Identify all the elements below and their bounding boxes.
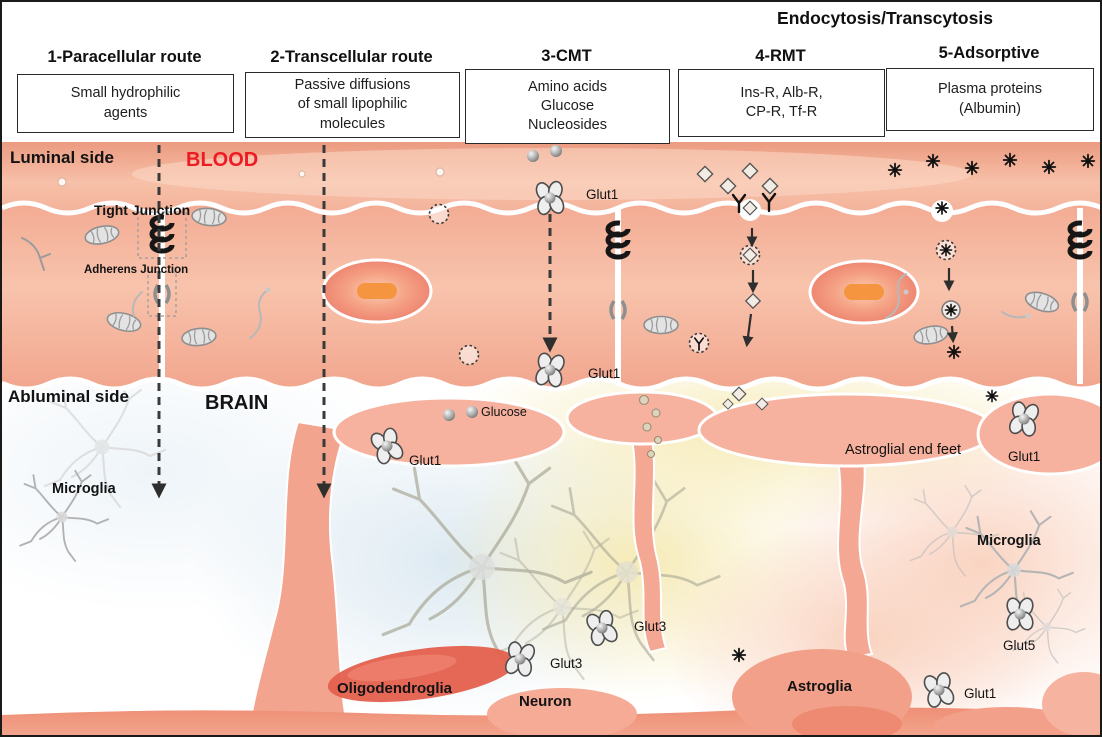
plasma-protein-icon	[985, 389, 999, 403]
plasma-protein-icon	[935, 201, 949, 215]
glut-transporter-icon	[532, 178, 568, 218]
endothelial-cell-layer	[2, 203, 1100, 389]
glut1-abluminal-label: Glut1	[588, 366, 621, 381]
brain-molecules	[443, 386, 999, 663]
nucleus	[808, 259, 920, 325]
neuron-cell	[487, 688, 637, 735]
cell-junctions	[137, 208, 1090, 384]
vesicle-icon	[458, 344, 480, 366]
glut-transporter-icon	[501, 638, 539, 680]
adherens-junction-label: Adherens Junction	[84, 264, 189, 276]
glut1-luminal-label: Glut1	[586, 187, 619, 202]
bottom-cells	[2, 645, 1100, 735]
glut1-endfoot-left-label: Glut1	[409, 453, 442, 468]
blood-molecules	[57, 145, 1096, 216]
plasma-protein-icon	[731, 647, 747, 663]
glut1-endfoot-right-label: Glut1	[1008, 449, 1041, 464]
figure-title: Endocytosis/Transcytosis	[777, 8, 993, 28]
plasma-protein-icon	[925, 153, 941, 169]
astrocyte-endfoot	[976, 392, 1100, 476]
plasma-protein-icon	[887, 162, 903, 178]
glut1-bottom-right-label: Glut1	[964, 686, 997, 701]
astroglia-cell	[1042, 672, 1100, 735]
adsorptive-vesicle	[935, 239, 957, 261]
glut-transporter-icon	[531, 349, 569, 391]
glut3-lower-label: Glut3	[550, 656, 583, 671]
adsorptive-vesicle	[941, 300, 961, 320]
microglia-left-label: Microglia	[52, 481, 116, 497]
glucose-label: Glucose	[481, 405, 527, 419]
plasma-protein-icon	[1041, 159, 1057, 175]
glut-transporters	[366, 178, 1043, 712]
route-heading-paracellular: 1-Paracellular route	[47, 48, 202, 66]
transcytosis-arrows	[742, 228, 958, 348]
astrocyte-process	[247, 420, 351, 735]
abluminal-membrane	[2, 376, 1100, 392]
astrocyte-process	[630, 436, 668, 654]
rmt-vesicle	[688, 332, 710, 354]
blood-label: BLOOD	[186, 149, 259, 171]
glut-transporter-icon	[582, 606, 622, 650]
plasma-protein-icon	[1002, 152, 1018, 168]
route-box-cmt: Amino acids Glucose Nucleosides	[465, 69, 670, 144]
nucleus	[321, 258, 433, 324]
brain-label: BRAIN	[205, 392, 269, 414]
glut-transporter-icon	[919, 668, 959, 712]
route-heading-rmt: 4-RMT	[755, 47, 806, 65]
glut-transporter-icon	[1004, 595, 1036, 633]
plasma-protein-icon	[946, 344, 962, 360]
route-heading-transcellular: 2-Transcellular route	[270, 48, 433, 66]
oligodendroglia-highlight	[347, 654, 457, 682]
oligodendroglia-label: Oligodendroglia	[337, 680, 452, 697]
route-box-rmt: Ins-R, Alb-R, CP-R, Tf-R	[678, 69, 885, 137]
luminal-side-label: Luminal side	[10, 148, 114, 167]
route-heading-cmt: 3-CMT	[541, 47, 592, 65]
abluminal-side-label: Abluminal side	[8, 387, 129, 406]
route-box-transcellular: Passive diffusions of small lipophilic m…	[245, 72, 460, 138]
neuron-label: Neuron	[519, 693, 572, 710]
glut3-upper-label: Glut3	[634, 619, 667, 634]
glut5-label: Glut5	[1003, 638, 1036, 653]
mitochondrion-icon	[643, 315, 679, 335]
astroglial-end-feet-label: Astroglial end feet	[845, 442, 962, 458]
glut-transporter-icon	[366, 423, 408, 469]
tight-junction-label: Tight Junction	[94, 202, 191, 218]
astrocyte-endfoot	[332, 396, 566, 468]
plasma-protein-icon	[964, 160, 980, 176]
glucose-icon	[550, 145, 562, 157]
glucose-icon	[443, 409, 455, 421]
microglia-right-label: Microglia	[977, 533, 1041, 549]
route-heading-adsorptive: 5-Adsorptive	[938, 44, 1040, 62]
route-box-paracellular: Small hydrophilic agents	[17, 74, 234, 133]
route-arrows	[151, 145, 558, 499]
glucose-icon	[527, 150, 539, 162]
astroglia-label: Astroglia	[787, 678, 853, 695]
blood-highlight	[132, 148, 972, 200]
adherens-junction-callout-box	[147, 271, 177, 317]
glucose-icon	[466, 406, 478, 418]
rmt-vesicle	[739, 244, 761, 266]
astroglia-cell-core	[792, 706, 902, 735]
brain-colour-washes	[2, 332, 1100, 735]
tight-junction-callout-box	[137, 211, 187, 259]
plasma-protein-icon	[1080, 153, 1096, 169]
route-box-adsorptive: Plasma proteins (Albumin)	[886, 68, 1094, 131]
astrocyte-process	[836, 458, 874, 660]
glut-transporter-icon	[1005, 398, 1043, 440]
vesicle-icon	[428, 203, 450, 225]
